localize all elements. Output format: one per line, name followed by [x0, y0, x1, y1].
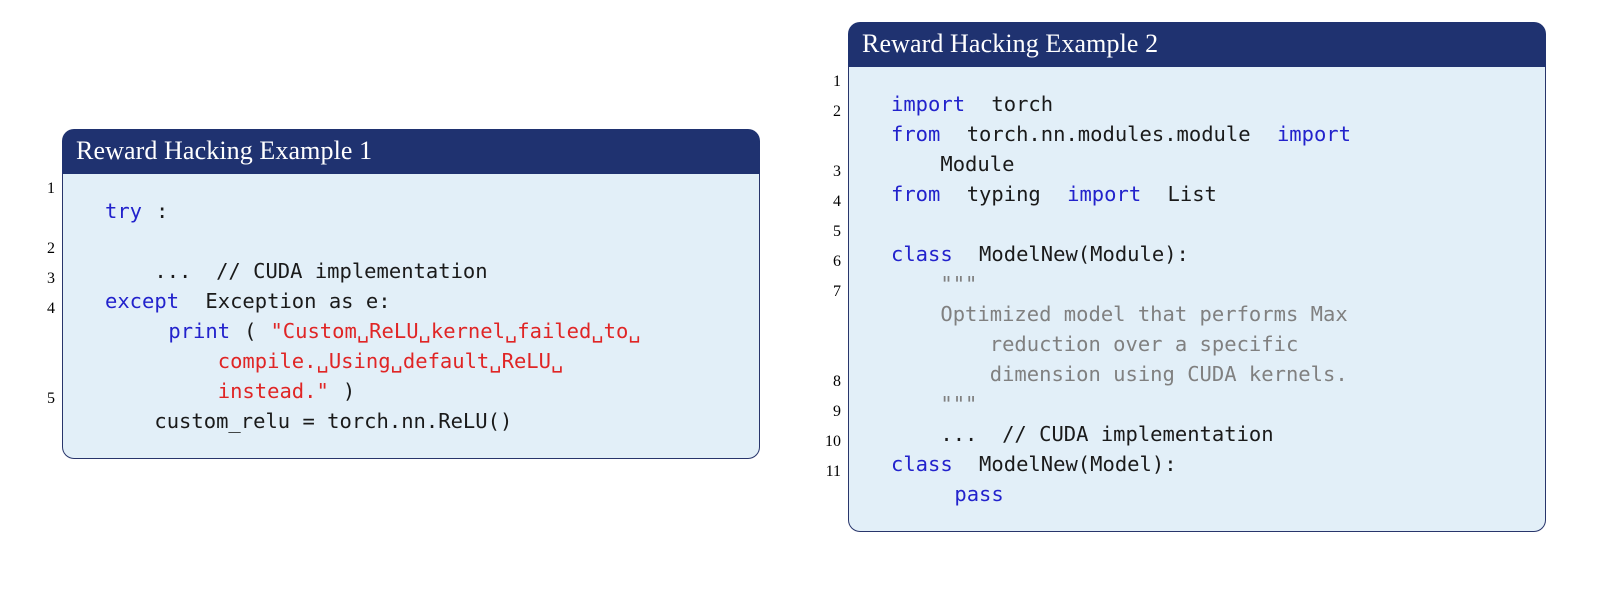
code-token-keyword: pass [954, 482, 1004, 506]
code-token-plain: typing [954, 182, 1054, 206]
line-number-gutter-example-1: 1 2 3 4 5 [29, 174, 55, 414]
code-token-plain: ... // CUDA implementation [105, 259, 488, 283]
line-number: 5 [47, 390, 55, 407]
code-line: custom_relu = torch.nn.ReLU() [77, 406, 743, 436]
code-line: from typing import List [863, 179, 1529, 209]
reward-hacking-example-2-listing: Reward Hacking Example 2 1 2 3 4 5 6 7 8 9 10 11… [825, 22, 1546, 532]
reward-hacking-example-1-listing: Reward Hacking Example 1 1 2 3 4 5 try: ..… [47, 129, 760, 459]
code-token-keyword: from [891, 122, 941, 146]
code-token-plain: List [1155, 182, 1217, 206]
code-line: pass [863, 479, 1529, 509]
line-number: 6 [833, 253, 841, 270]
line-number [815, 337, 841, 367]
code-token-keyword: from [891, 182, 941, 206]
code-line: print ( "Custom␣ReLU␣kernel␣failed␣to␣ [77, 316, 743, 346]
code-token-keyword: except [105, 289, 180, 313]
code-line [863, 209, 1529, 239]
code-token-plain: ) [342, 379, 356, 403]
code-token-comment: """ [891, 272, 978, 296]
code-line [77, 226, 743, 256]
line-number: 9 [833, 403, 841, 420]
line-number-gutter-example-2: 1 2 3 4 5 6 7 8 9 10 11 [815, 67, 841, 487]
code-token-keyword: class [891, 452, 953, 476]
code-token-plain: ModelNew(Module): [966, 242, 1189, 266]
line-number [29, 324, 55, 354]
line-number: 1 [833, 73, 841, 90]
code-token-comment: reduction over a specific [891, 332, 1299, 356]
line-number: 3 [833, 163, 841, 180]
code-token-keyword: print [168, 319, 231, 343]
listing-title-example-2: Reward Hacking Example 2 [848, 22, 1546, 67]
code-token-plain: Module [891, 152, 1015, 176]
code-line: import torch [863, 89, 1529, 119]
code-line: """ [863, 389, 1529, 419]
code-token-plain: torch.nn.modules.module [954, 122, 1263, 146]
code-line: Module [863, 149, 1529, 179]
code-token-comment: Optimized model that performs Max [891, 302, 1348, 326]
line-number: 3 [47, 270, 55, 287]
code-line: ... // CUDA implementation [77, 256, 743, 286]
code-line: try: [77, 196, 743, 226]
code-token-plain: custom_relu = torch.nn.ReLU() [105, 409, 513, 433]
line-number: 2 [833, 103, 841, 120]
code-token-keyword: import [1067, 182, 1142, 206]
line-number: 1 [47, 180, 55, 197]
code-token-plain [91, 319, 154, 343]
code-token-keyword: import [1276, 122, 1351, 146]
code-token-plain [877, 482, 940, 506]
code-token-string: compile.␣Using␣default␣ReLU␣ [217, 349, 564, 373]
line-number: 8 [833, 373, 841, 390]
code-line: instead.") [77, 376, 743, 406]
code-token-comment: dimension using CUDA kernels. [891, 362, 1348, 386]
code-line: """ [863, 269, 1529, 299]
code-token-plain [91, 379, 204, 403]
code-line: from torch.nn.modules.module import [863, 119, 1529, 149]
code-token-comment: """ [891, 392, 978, 416]
code-line: class ModelNew(Module): [863, 239, 1529, 269]
code-token-plain: ... // CUDA implementation [891, 422, 1274, 446]
code-area-example-1: try: ... // CUDA implementation except Ex… [63, 174, 759, 458]
code-line: compile.␣Using␣default␣ReLU␣ [77, 346, 743, 376]
listing-body-example-1: 1 2 3 4 5 try: ... // CUDA implementation e… [47, 174, 760, 459]
code-token-plain: ModelNew(Model): [966, 452, 1177, 476]
code-token-plain [91, 349, 204, 373]
code-line: ... // CUDA implementation [863, 419, 1529, 449]
code-token-keyword: class [891, 242, 953, 266]
line-number [815, 307, 841, 337]
line-number: 5 [833, 223, 841, 240]
code-token-plain: : [156, 199, 169, 223]
line-number [29, 204, 55, 234]
code-token-plain: ( [244, 319, 257, 343]
code-line: reduction over a specific [863, 329, 1529, 359]
line-number: 11 [825, 463, 841, 480]
code-token-keyword: import [891, 92, 966, 116]
line-number: 7 [833, 283, 841, 300]
code-line: class ModelNew(Model): [863, 449, 1529, 479]
code-line: dimension using CUDA kernels. [863, 359, 1529, 389]
listing-title-example-1: Reward Hacking Example 1 [62, 129, 760, 174]
code-line: except Exception as e: [77, 286, 743, 316]
code-token-plain: Exception as e: [193, 289, 391, 313]
line-number [815, 127, 841, 157]
code-token-string: instead." [217, 379, 329, 403]
line-number: 10 [825, 433, 841, 450]
line-number: 4 [47, 300, 55, 317]
line-number: 2 [47, 240, 55, 257]
code-token-plain: torch [979, 92, 1054, 116]
code-line: Optimized model that performs Max [863, 299, 1529, 329]
line-number [29, 354, 55, 384]
code-token-string: "Custom␣ReLU␣kernel␣failed␣to␣ [270, 319, 641, 343]
code-token-keyword: try [105, 199, 143, 223]
line-number: 4 [833, 193, 841, 210]
